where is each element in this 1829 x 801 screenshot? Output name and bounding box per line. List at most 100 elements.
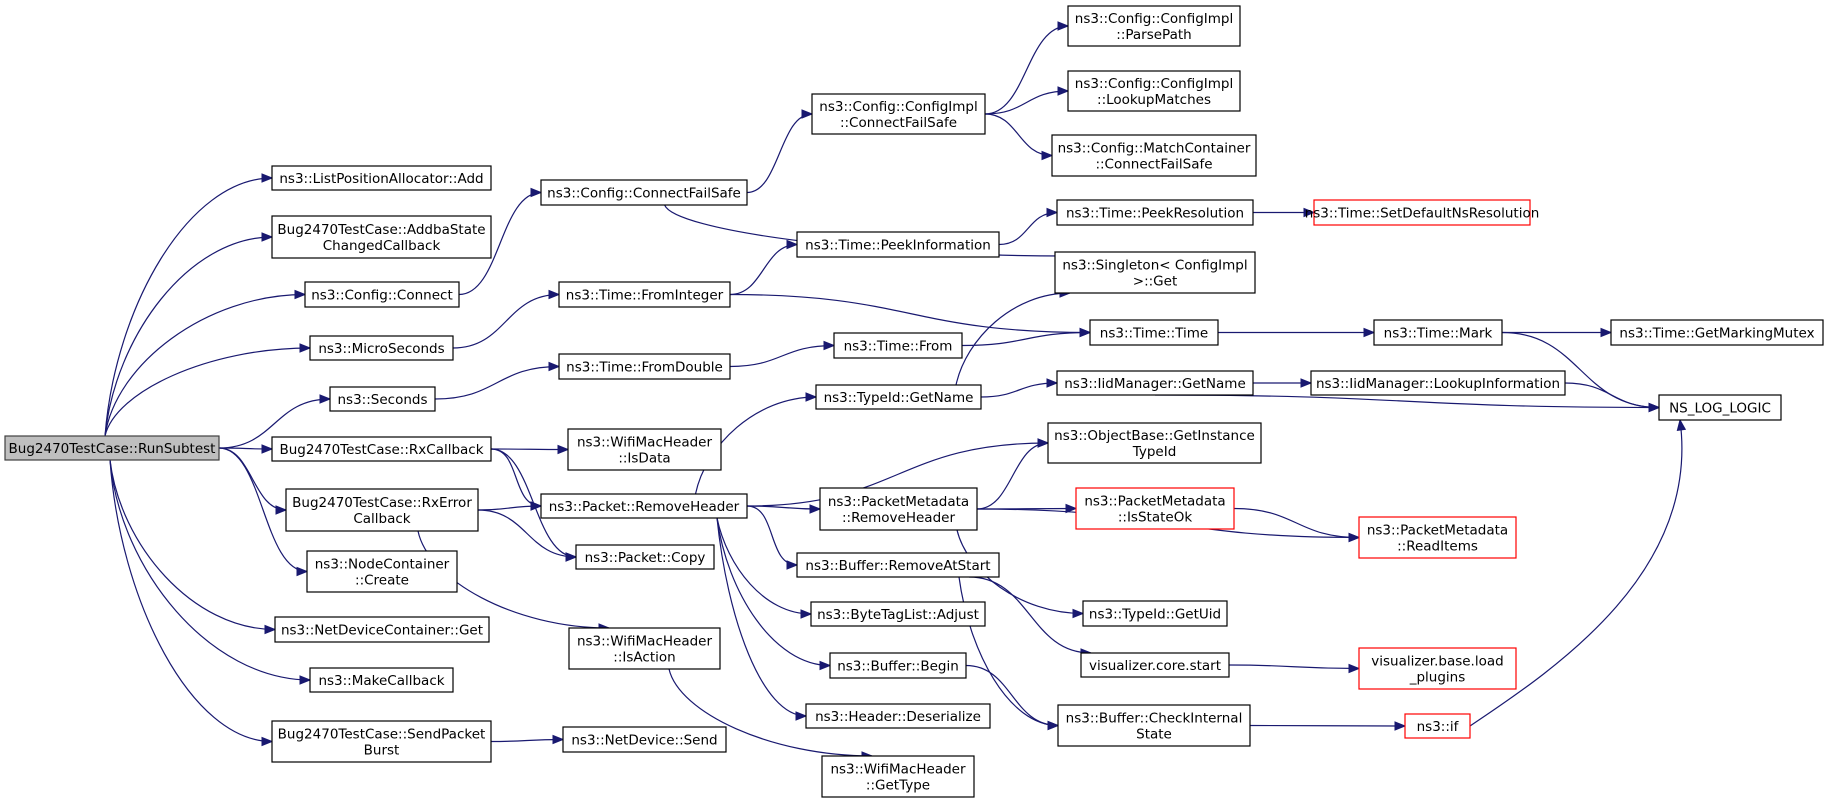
node-hdr_deser[interactable]: ns3::Header::Deserialize (805, 703, 991, 729)
node-box (1358, 516, 1517, 559)
node-label: ns3::Header::Deserialize (815, 709, 981, 725)
edge-iid_getname-to-ns_log_logic (1154, 394, 1660, 409)
node-box (309, 667, 454, 693)
edge-t_fromdbl-to-t_from (729, 344, 835, 368)
node-pm_readitems[interactable]: ns3::PacketMetadata::ReadItems (1358, 516, 1517, 559)
node-lpa_add[interactable]: ns3::ListPositionAllocator::Add (271, 165, 492, 191)
arrowhead-cimpl_lookup (1057, 86, 1070, 96)
node-t_fromint[interactable]: ns3::Time::FromInteger (558, 281, 731, 308)
node-micro[interactable]: ns3::MicroSeconds (309, 335, 454, 361)
node-label: ns3::Config::Connect (311, 288, 453, 304)
node-box (567, 428, 722, 471)
node-nd_send[interactable]: ns3::NetDevice::Send (562, 726, 727, 753)
node-label: ns3::WifiMacHeader (577, 435, 713, 451)
edge-t_fromint-to-t_time (729, 293, 1091, 334)
node-wmh_isdata[interactable]: ns3::WifiMacHeader::IsData (567, 428, 722, 471)
node-t_from[interactable]: ns3::Time::From (833, 332, 963, 359)
node-label: Bug2470TestCase::AddbaState (277, 222, 485, 238)
node-label: ns3::TypeId::GetUid (1089, 607, 1221, 623)
edge-root-to-makecb (109, 459, 311, 681)
node-wmh_gettype[interactable]: ns3::WifiMacHeader::GetType (821, 755, 975, 798)
node-label: visualizer.core.start (1089, 658, 1221, 674)
node-seconds[interactable]: ns3::Seconds (329, 386, 436, 412)
node-rxcb[interactable]: Bug2470TestCase::RxCallback (271, 436, 492, 462)
node-label: ::ConnectFailSafe (840, 115, 957, 131)
edge-seconds-to-t_fromdbl (434, 365, 560, 400)
node-box (1067, 5, 1241, 47)
node-box (1658, 394, 1782, 421)
node-makecb[interactable]: ns3::MakeCallback (309, 667, 454, 693)
node-t_time[interactable]: ns3::Time::Time (1089, 319, 1219, 346)
edge-t_fromint-to-t_peekinfo (729, 243, 798, 296)
node-viz_start[interactable]: visualizer.core.start (1080, 652, 1230, 678)
node-label: Bug2470TestCase::RxCallback (279, 442, 483, 458)
node-box (821, 755, 975, 798)
edge-rxcb-to-pkt_rmhdr (490, 448, 542, 507)
arrowhead-ns3_if (1394, 721, 1407, 731)
node-btl_adjust[interactable]: ns3::ByteTagList::Adjust (810, 601, 986, 627)
edge-viz_start-to-viz_loadplugins (1228, 664, 1360, 670)
node-nc_create[interactable]: ns3::NodeContainer::Create (306, 550, 458, 593)
node-iid_lookupinfo[interactable]: ns3::IidManager::LookupInformation (1310, 370, 1566, 396)
node-singleton_get[interactable]: ns3::Singleton< ConfigImpl >::Get (1054, 251, 1256, 294)
arrowhead-ndc_get (264, 624, 277, 635)
node-tid_getuid[interactable]: ns3::TypeId::GetUid (1082, 600, 1228, 627)
arrowhead-cfg_cfs (530, 187, 543, 198)
edge-cfg_cfs-to-cimpl_cfs (746, 113, 813, 194)
node-label: ns3::Time::GetMarkingMutex (1619, 326, 1814, 342)
arrowhead-ob_gitid (1037, 438, 1050, 448)
arrowhead-t_peekinfo (786, 239, 799, 250)
node-ns_log_logic[interactable]: NS_LOG_LOGIC (1658, 394, 1782, 421)
node-cfg_cfs[interactable]: ns3::Config::ConnectFailSafe (540, 179, 748, 206)
node-root[interactable]: Bug2470TestCase::RunSubtest (4, 435, 220, 461)
node-pkt_rmhdr[interactable]: ns3::Packet::RemoveHeader (540, 493, 748, 519)
node-t_peekres[interactable]: ns3::Time::PeekResolution (1056, 199, 1254, 226)
arrowhead-pkt_rmhdr (530, 501, 543, 511)
node-box (575, 544, 715, 570)
node-tid_getname[interactable]: ns3::TypeId::GetName (815, 384, 982, 410)
node-label: State (1136, 727, 1172, 743)
node-label: visualizer.base.load (1371, 654, 1503, 670)
node-cimpl_parse[interactable]: ns3::Config::ConfigImpl::ParsePath (1067, 5, 1241, 47)
node-cfg_connect[interactable]: ns3::Config::Connect (304, 281, 460, 308)
node-label: ns3::Time::Time (1100, 326, 1208, 342)
node-box (833, 332, 963, 359)
node-label: Burst (364, 743, 400, 759)
node-mc_cfs[interactable]: ns3::Config::MatchContainer::ConnectFail… (1051, 134, 1257, 177)
node-wmh_isaction[interactable]: ns3::WifiMacHeader::IsAction (568, 627, 721, 670)
node-buf_rmstart[interactable]: ns3::Buffer::RemoveAtStart (796, 552, 1000, 578)
node-iid_getname[interactable]: ns3::IidManager::GetName (1056, 370, 1254, 396)
node-ndc_get[interactable]: ns3::NetDeviceContainer::Get (274, 616, 490, 643)
node-box (304, 281, 460, 308)
node-buf_begin[interactable]: ns3::Buffer::Begin (829, 652, 967, 679)
node-addba[interactable]: Bug2470TestCase::AddbaStateChangedCallba… (271, 215, 492, 259)
node-box (815, 384, 982, 410)
node-ns3_if[interactable]: ns3::if (1404, 713, 1471, 739)
node-label: ns3::NetDevice::Send (571, 733, 717, 749)
node-t_mark[interactable]: ns3::Time::Mark (1373, 319, 1503, 346)
node-label: Bug2470TestCase::SendPacket (278, 727, 486, 743)
node-t_peekinfo[interactable]: ns3::Time::PeekInformation (796, 231, 1000, 258)
node-cimpl_cfs[interactable]: ns3::Config::ConfigImpl::ConnectFailSafe (811, 93, 986, 135)
node-t_setdefres[interactable]: ns3::Time::SetDefaultNsResolution (1305, 199, 1540, 226)
node-label: ns3::Time::PeekInformation (805, 238, 991, 254)
arrowhead-sendburst (261, 736, 274, 747)
node-pkt_copy[interactable]: ns3::Packet::Copy (575, 544, 715, 570)
edge-pm_rmhdr-to-tid_getuid (956, 529, 1084, 615)
node-pm_rmhdr[interactable]: ns3::PacketMetadata::RemoveHeader (819, 487, 978, 531)
arrowhead-t_setdefres (1303, 207, 1316, 218)
node-label: ns3::TypeId::GetName (824, 390, 974, 406)
node-t_fromdbl[interactable]: ns3::Time::FromDouble (558, 353, 731, 380)
node-label: Callback (353, 511, 410, 527)
node-label: ::GetType (866, 778, 930, 794)
node-viz_loadplugins[interactable]: visualizer.base.load_plugins (1358, 647, 1517, 690)
arrowhead-t_getmutex (1600, 327, 1613, 338)
node-cimpl_lookup[interactable]: ns3::Config::ConfigImpl::LookupMatches (1067, 70, 1241, 112)
node-t_getmutex[interactable]: ns3::Time::GetMarkingMutex (1610, 319, 1824, 346)
node-pm_isstateok[interactable]: ns3::PacketMetadata::IsStateOk (1075, 487, 1235, 530)
node-box (558, 353, 731, 380)
